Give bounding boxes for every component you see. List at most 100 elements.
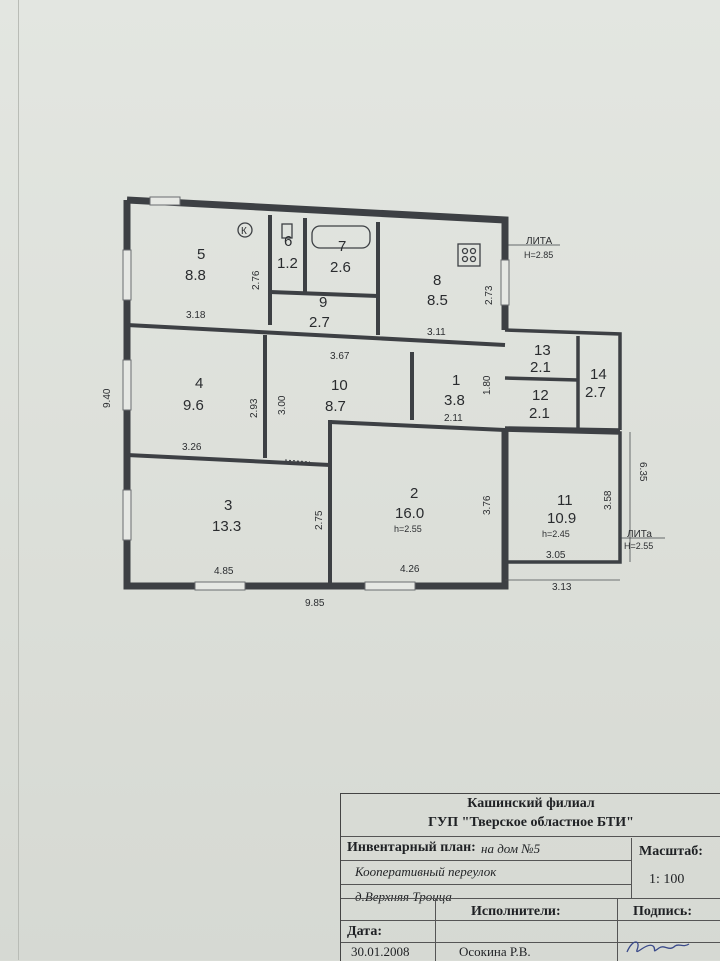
dim-9-85: 9.85 bbox=[305, 598, 325, 609]
room-11-area: 10.9 bbox=[547, 510, 576, 527]
bathtub bbox=[311, 225, 371, 249]
lit-a2-name: ЛИТа bbox=[627, 529, 652, 540]
wall-5-4 bbox=[126, 323, 506, 347]
room-4-num: 4 bbox=[195, 375, 203, 392]
room-4-area: 9.6 bbox=[183, 397, 204, 414]
dim-4-26: 4.26 bbox=[400, 564, 420, 575]
executors-label: Исполнители: bbox=[471, 904, 561, 919]
village: д.Верхняя Троица bbox=[355, 889, 452, 904]
dim-2-75: 2.75 bbox=[314, 510, 325, 530]
window-left-3 bbox=[122, 489, 132, 541]
room-2-num: 2 bbox=[410, 485, 418, 502]
lit-a-height: H=2.85 bbox=[524, 250, 553, 260]
wall-4-3 bbox=[126, 453, 331, 467]
stove-burner bbox=[469, 247, 477, 255]
kitchen-mark-circle bbox=[237, 222, 253, 238]
scale-label: Масштаб: bbox=[639, 844, 703, 859]
wall-annex-bottom bbox=[504, 426, 621, 432]
scale-box bbox=[631, 838, 720, 898]
dim-3-00: 3.00 bbox=[277, 395, 288, 415]
dim-2-11: 2.11 bbox=[444, 413, 463, 424]
room-11-height: h=2.45 bbox=[542, 529, 570, 539]
room-10-num: 10 bbox=[331, 377, 348, 394]
window-bottom-1 bbox=[194, 581, 246, 591]
lit-a2-height: H=2.55 bbox=[624, 541, 653, 551]
org-name: Кашинский филиал bbox=[467, 796, 595, 811]
window-right-8 bbox=[500, 259, 510, 306]
dim-1-80: 1.80 bbox=[482, 375, 493, 395]
room-13-area: 2.1 bbox=[530, 359, 551, 376]
dim-9-40: 9.40 bbox=[102, 388, 113, 408]
org-full-name: ГУП "Тверское областное БТИ" bbox=[428, 815, 634, 830]
room-7-num: 7 bbox=[338, 238, 346, 255]
stove-burner bbox=[461, 255, 469, 263]
executor-name: Осокина Р.В. bbox=[459, 944, 531, 959]
title-row-divider bbox=[341, 898, 720, 899]
room-5-area: 8.8 bbox=[185, 267, 206, 284]
col-divider bbox=[435, 898, 437, 961]
wall-10-2 bbox=[329, 420, 506, 432]
dim-3-67: 3.67 bbox=[330, 351, 350, 362]
room-3-num: 3 bbox=[224, 497, 232, 514]
signature-label: Подпись: bbox=[633, 904, 692, 919]
dim-3-13: 3.13 bbox=[552, 582, 572, 593]
window-left-2 bbox=[122, 359, 132, 411]
room-12-num: 12 bbox=[532, 387, 549, 404]
room-2-area: 16.0 bbox=[395, 505, 424, 522]
room-6-area: 1.2 bbox=[277, 255, 298, 272]
room-1-num: 1 bbox=[452, 372, 460, 389]
dim-3-11: 3.11 bbox=[427, 327, 446, 338]
room-8-area: 8.5 bbox=[427, 292, 448, 309]
scale-value: 1: 100 bbox=[649, 872, 685, 887]
room-2-height: h=2.55 bbox=[394, 524, 422, 534]
room-1-area: 3.8 bbox=[444, 392, 465, 409]
dim-2-76: 2.76 bbox=[251, 270, 262, 290]
room-14-area: 2.7 bbox=[585, 384, 606, 401]
margin-line bbox=[18, 0, 19, 960]
wall-outer-top bbox=[126, 196, 509, 330]
room-12-area: 2.1 bbox=[529, 405, 550, 422]
dim-2-73: 2.73 bbox=[484, 285, 495, 305]
col-divider bbox=[617, 898, 619, 961]
title-block: Кашинский филиал ГУП "Тверское областное… bbox=[340, 793, 720, 961]
title-row-divider bbox=[341, 860, 631, 861]
stove-burner bbox=[461, 247, 469, 255]
dim-2-93: 2.93 bbox=[249, 398, 260, 418]
room-8-num: 8 bbox=[433, 272, 441, 289]
date-label: Дата: bbox=[347, 924, 382, 939]
room-13-num: 13 bbox=[534, 342, 551, 359]
room-5-num: 5 bbox=[197, 246, 205, 263]
dim-3-18: 3.18 bbox=[186, 310, 206, 321]
dim-6-35: 6.35 bbox=[637, 462, 648, 482]
plan-value: на дом №5 bbox=[481, 841, 541, 856]
room-6-num: 6 bbox=[284, 233, 292, 250]
title-row-divider bbox=[341, 836, 720, 837]
stove bbox=[457, 243, 481, 267]
door-3 bbox=[284, 459, 311, 463]
lit-a-name: ЛИТА bbox=[526, 236, 553, 247]
signature-scribble bbox=[626, 941, 690, 953]
room-11-num: 11 bbox=[557, 492, 573, 509]
street: Кооперативный переулок bbox=[355, 864, 497, 879]
toilet bbox=[281, 223, 293, 239]
window-left-1 bbox=[122, 249, 132, 301]
title-row-divider bbox=[341, 884, 631, 885]
wall-13-12 bbox=[504, 376, 579, 382]
window-bottom-2 bbox=[364, 581, 416, 591]
title-row-divider bbox=[341, 942, 720, 943]
room-9-num: 9 bbox=[319, 294, 327, 311]
wall-9-top bbox=[269, 290, 379, 298]
window-top-5 bbox=[149, 196, 181, 206]
stove-burner bbox=[469, 255, 477, 263]
room-3-area: 13.3 bbox=[212, 518, 241, 535]
dim-3-05: 3.05 bbox=[546, 550, 566, 561]
dim-3-58: 3.58 bbox=[603, 490, 614, 510]
title-row-divider bbox=[341, 920, 720, 921]
room-10-area: 8.7 bbox=[325, 398, 346, 415]
kitchen-mark: К bbox=[241, 226, 247, 237]
dim-4-85: 4.85 bbox=[214, 566, 234, 577]
wall-room11 bbox=[504, 428, 622, 564]
room-14-num: 14 bbox=[590, 366, 607, 383]
